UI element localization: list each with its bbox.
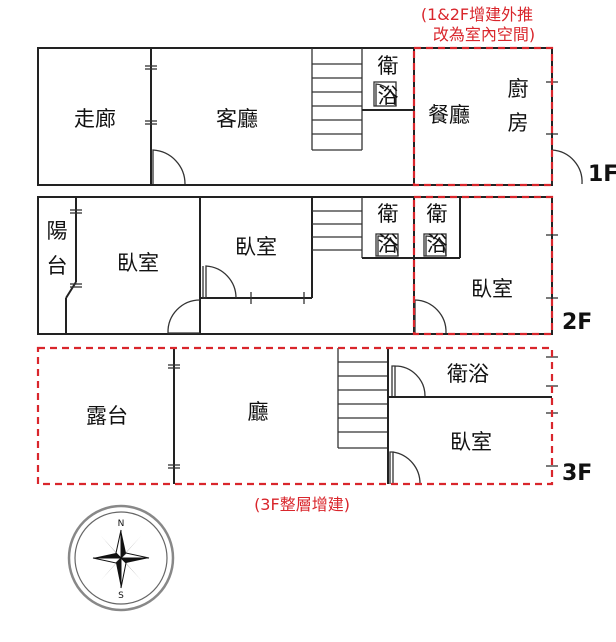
room-dining: 餐廳 — [428, 103, 470, 127]
room-bedroom-2f-left: 臥室 — [117, 251, 159, 275]
addition-area-1f — [412, 46, 554, 187]
door-swing-3f-bedroom — [389, 451, 421, 485]
floor-3f: 露台 廳 衛浴 臥室 3F — [36, 346, 592, 486]
room-bedroom-3f: 臥室 — [450, 430, 492, 454]
compass-north-label: N — [118, 519, 125, 529]
bath-door-2f-a — [375, 233, 399, 257]
compass-rose-icon: N S — [67, 504, 175, 612]
room-corridor: 走廊 — [74, 107, 116, 131]
bath-door-1f — [373, 81, 397, 107]
compass-south-label: S — [118, 591, 124, 601]
note-3f-addition: (3F整層增建) — [254, 495, 350, 514]
room-bath-2f-b-bottom: 浴 — [427, 232, 448, 256]
floor-2f: 陽 台 臥室 臥室 衛 浴 衛 浴 臥室 2F — [37, 195, 592, 336]
floor-label-3f: 3F — [562, 461, 592, 486]
bath-door-2f-b — [423, 233, 447, 257]
room-bath-1f-bottom: 浴 — [378, 84, 399, 108]
door-swing-1f-right — [551, 149, 583, 185]
stairs-1f — [311, 48, 363, 151]
room-bath-2f-a-bottom: 浴 — [378, 232, 399, 256]
room-bedroom-2f-right: 臥室 — [471, 277, 513, 301]
door-swing-3f-bath — [391, 365, 426, 397]
room-balcony-top: 陽 — [47, 219, 68, 243]
addition-area-3f — [36, 346, 554, 486]
room-bath-3f: 衛浴 — [447, 362, 489, 386]
room-bath-2f-b-top: 衛 — [427, 202, 448, 226]
room-bath-1f-top: 衛 — [378, 54, 399, 78]
note-extension-line1: (1&2F增建外推 — [421, 5, 533, 24]
room-terrace: 露台 — [86, 404, 128, 428]
room-bath-2f-a-top: 衛 — [378, 202, 399, 226]
wall — [65, 281, 77, 299]
door-swing-2f-left — [167, 299, 201, 334]
addition-area-2f — [412, 195, 554, 336]
stairs-3f — [337, 348, 389, 449]
floor-1f: 走廊 客廳 衛 浴 餐廳 廚 房 1F — [37, 46, 616, 187]
room-bedroom-2f-mid: 臥室 — [235, 235, 277, 259]
room-hall: 廳 — [248, 400, 269, 424]
floor-label-1f: 1F — [588, 162, 616, 187]
bath-door-swing — [375, 83, 397, 107]
floor-2f-outline — [37, 196, 553, 335]
door-swing-1f — [152, 149, 186, 185]
door-swing-2f-right — [414, 299, 447, 334]
stairs-2f — [312, 197, 363, 258]
note-extension-line2: 改為室內空間) — [433, 25, 535, 44]
room-living: 客廳 — [216, 107, 258, 131]
room-kitchen-top: 廚 — [508, 77, 529, 101]
floor-label-2f: 2F — [562, 310, 592, 335]
room-balcony-bottom: 台 — [47, 254, 68, 278]
room-kitchen-bottom: 房 — [508, 111, 529, 135]
door-swing-2f-mid — [202, 265, 237, 299]
